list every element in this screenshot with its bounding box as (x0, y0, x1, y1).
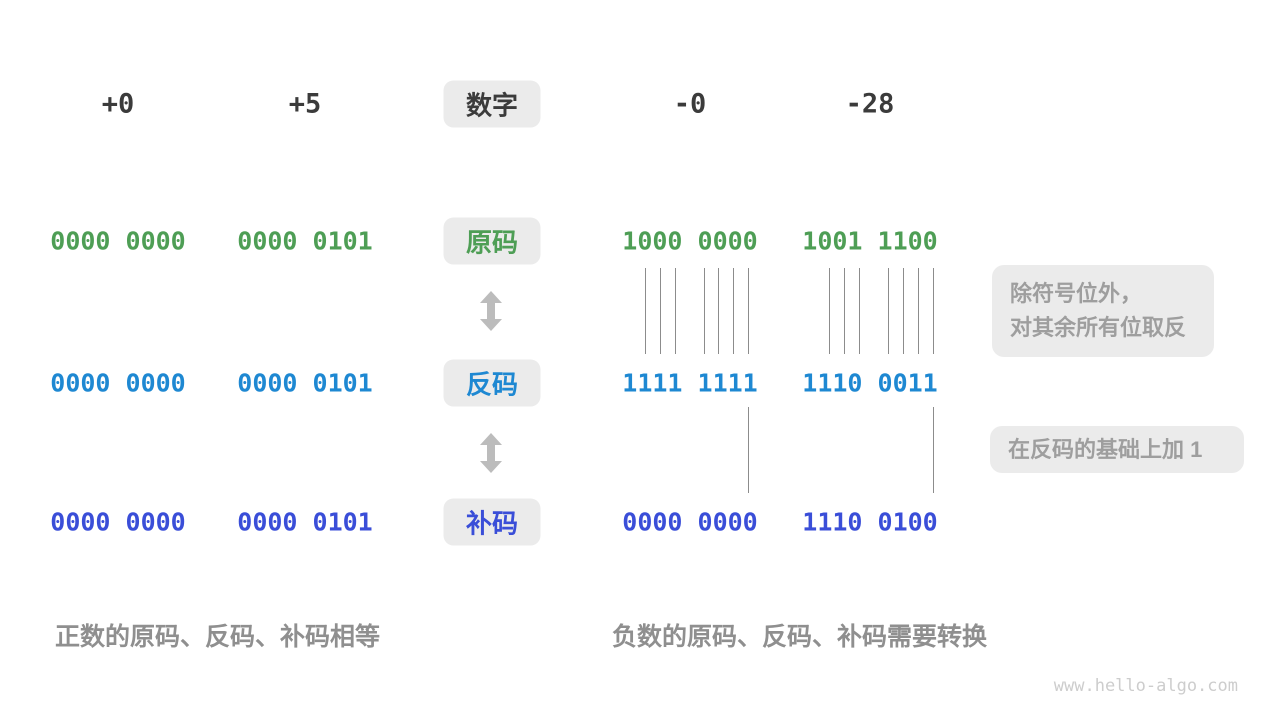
bit-invert-line (918, 268, 919, 354)
bit-invert-line (829, 268, 830, 354)
number-plus-0: +0 (101, 88, 135, 120)
bit-invert-line (933, 268, 934, 354)
updown-arrow-icon (480, 291, 502, 331)
row-label-ones-complement: 反码 (443, 359, 541, 407)
annotation-add-one: 在反码的基础上加 1 (990, 426, 1244, 473)
bit-invert-line (718, 268, 719, 354)
caption-positive-numbers: 正数的原码、反码、补码相等 (55, 623, 381, 651)
annotation-add-one-text: 在反码的基础上加 1 (1008, 436, 1203, 462)
row-label-sign-magnitude: 原码 (443, 217, 541, 265)
updown-arrow-icon (480, 433, 502, 473)
bit-invert-line (903, 268, 904, 354)
site-watermark: www.hello-algo.com (1053, 676, 1238, 696)
number-plus-5: +5 (288, 88, 322, 120)
ones-complement-plus-5: 0000 0101 (237, 368, 373, 398)
twos-complement-minus-28: 1110 0100 (802, 507, 938, 537)
bit-invert-line (888, 268, 889, 354)
ones-complement-minus-0: 1111 1111 (622, 368, 758, 398)
sign-magnitude-minus-28: 1001 1100 (802, 226, 938, 256)
bit-invert-line (859, 268, 860, 354)
sign-magnitude-minus-0: 1000 0000 (622, 226, 758, 256)
twos-complement-plus-0: 0000 0000 (50, 507, 186, 537)
row-label-twos-complement: 补码 (443, 498, 541, 546)
bit-invert-line (660, 268, 661, 354)
header-label-number: 数字 (443, 80, 541, 128)
ones-complement-plus-0: 0000 0000 (50, 368, 186, 398)
twos-complement-plus-5: 0000 0101 (237, 507, 373, 537)
annotation-invert-bits: 除符号位外， 对其余所有位取反 (992, 265, 1214, 357)
bit-invert-line (645, 268, 646, 354)
add-one-line (933, 407, 934, 493)
sign-magnitude-plus-0: 0000 0000 (50, 226, 186, 256)
caption-negative-numbers: 负数的原码、反码、补码需要转换 (612, 623, 988, 651)
sign-magnitude-plus-5: 0000 0101 (237, 226, 373, 256)
ones-complement-minus-28: 1110 0011 (802, 368, 938, 398)
number-minus-0: -0 (673, 88, 707, 120)
number-minus-28: -28 (845, 88, 895, 120)
bit-invert-line (844, 268, 845, 354)
add-one-line (748, 407, 749, 493)
bit-invert-line (733, 268, 734, 354)
bit-invert-line (675, 268, 676, 354)
annotation-invert-line1: 除符号位外， (1010, 281, 1143, 306)
annotation-invert-line2: 对其余所有位取反 (1010, 315, 1187, 340)
twos-complement-minus-0: 0000 0000 (622, 507, 758, 537)
bit-invert-line (748, 268, 749, 354)
bit-invert-line (704, 268, 705, 354)
